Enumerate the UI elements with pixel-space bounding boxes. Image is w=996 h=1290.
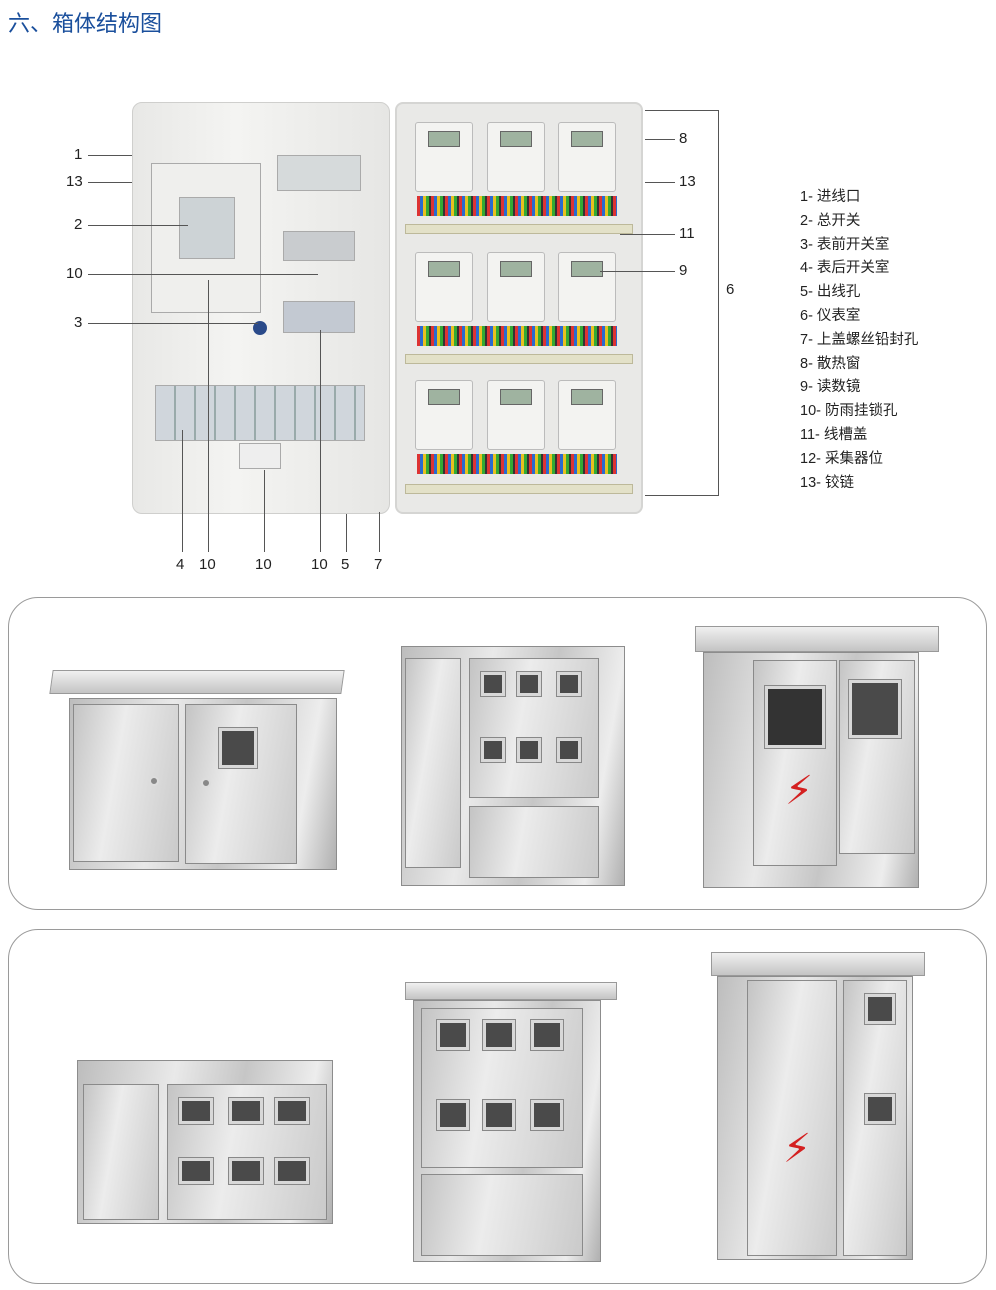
- callout-8: 8: [679, 130, 688, 147]
- meter-chamber: [395, 102, 643, 514]
- legend-item: 1- 进线口: [800, 189, 861, 205]
- post-meter-switches: [155, 385, 365, 441]
- danger-bolt-icon: ⚡: [785, 769, 814, 813]
- legend-item: 11- 线槽盖: [800, 426, 868, 443]
- section-title: 六、箱体结构图: [8, 11, 163, 36]
- lock-hole: [239, 443, 281, 469]
- seal-knob: [253, 321, 267, 335]
- legend-item: 2- 总开关: [800, 212, 861, 229]
- wire-slot-cover: [405, 224, 633, 234]
- vent-window: [277, 155, 361, 191]
- product-panel-1: ⚡: [8, 597, 987, 910]
- legend-item: 3- 表前开关室: [800, 236, 890, 253]
- callout-10-b1: 10: [199, 556, 216, 573]
- callout-10-b2: 10: [255, 556, 272, 573]
- front-switch: [283, 231, 355, 261]
- legend-item: 6- 仪表室: [800, 307, 861, 324]
- callout-11: 11: [679, 225, 695, 242]
- legend-item: 12- 采集器位: [800, 450, 883, 467]
- legend-item: 7- 上盖螺丝铅封孔: [800, 331, 919, 348]
- callout-5: 5: [341, 556, 350, 573]
- main-switch: [179, 197, 235, 259]
- callout-9: 9: [679, 262, 688, 279]
- callout-1: 1: [74, 146, 83, 163]
- callout-2: 2: [74, 216, 83, 233]
- callout-3: 3: [74, 314, 83, 331]
- callout-10: 10: [66, 265, 83, 282]
- pre-meter-switch: [283, 301, 355, 333]
- legend-item: 4- 表后开关室: [800, 260, 890, 277]
- callout-7: 7: [374, 556, 383, 573]
- legend-item: 5- 出线孔: [800, 284, 861, 301]
- callout-6: 6: [726, 281, 735, 298]
- callout-10-b3: 10: [311, 556, 328, 573]
- product-panel-2: ⚡: [8, 929, 987, 1284]
- callout-4: 4: [176, 556, 185, 573]
- callout-13: 13: [66, 173, 83, 190]
- legend-item: 13- 铰链: [800, 474, 854, 491]
- legend-item: 9- 读数镜: [800, 379, 861, 396]
- legend-item: 10- 防雨挂锁孔: [800, 403, 898, 420]
- danger-bolt-icon: ⚡: [783, 1127, 812, 1171]
- box-door: [132, 102, 390, 514]
- parts-legend: 1- 进线口 2- 总开关 3- 表前开关室 4- 表后开关室 5- 出线孔 6…: [800, 186, 918, 495]
- callout-13-right: 13: [679, 173, 696, 190]
- legend-item: 8- 散热窗: [800, 355, 861, 372]
